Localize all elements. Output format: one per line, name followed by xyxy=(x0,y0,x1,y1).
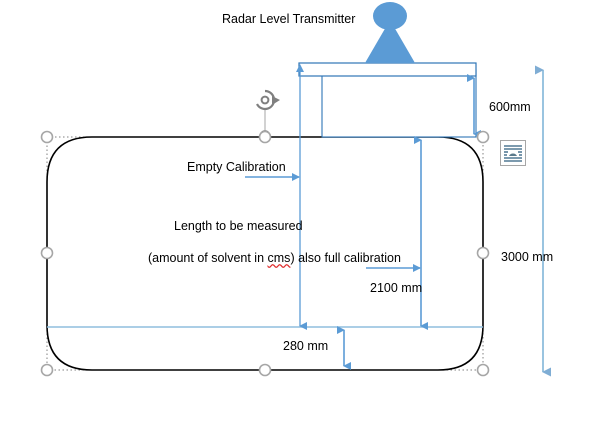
dimension-label-280mm: 280 mm xyxy=(283,339,329,353)
handle-bottom-left xyxy=(40,363,54,377)
dimension-label-2100mm: 2100 mm xyxy=(370,281,423,295)
handle-middle-left xyxy=(40,246,54,260)
full-calibration-misspelled-word: cms xyxy=(267,251,291,265)
tank-flange xyxy=(298,62,477,77)
radar-sensor-head xyxy=(373,2,407,30)
annotation-empty-calibration: Empty Calibration xyxy=(187,160,286,174)
selection-handles[interactable] xyxy=(40,130,490,377)
dimension-length-top-arrow xyxy=(296,64,304,72)
layout-options-button[interactable] xyxy=(500,140,526,166)
annotation-full-calibration: (amount of solvent in cms) also full cal… xyxy=(148,251,401,265)
dimension-label-3000mm: 3000 mm xyxy=(501,250,554,264)
full-calibration-prefix: (amount of solvent in xyxy=(148,251,268,265)
dimension-label-600mm: 600mm xyxy=(489,100,531,114)
rotation-arrow-icon xyxy=(256,89,280,111)
page-title: Radar Level Transmitter xyxy=(222,12,356,26)
layout-options-icon xyxy=(504,145,522,162)
handle-top-right xyxy=(476,130,490,144)
handle-bottom-center xyxy=(258,363,272,377)
full-calibration-suffix: ) also full calibration xyxy=(290,251,401,265)
handle-top-left xyxy=(40,130,54,144)
tank-body[interactable] xyxy=(46,136,484,371)
handle-bottom-right xyxy=(476,363,490,377)
tank-nozzle xyxy=(321,69,477,138)
annotation-length-to-be-measured: Length to be measured xyxy=(174,219,303,233)
handle-top-center xyxy=(258,130,272,144)
handle-middle-right xyxy=(476,246,490,260)
radar-sensor-cone xyxy=(365,20,415,63)
